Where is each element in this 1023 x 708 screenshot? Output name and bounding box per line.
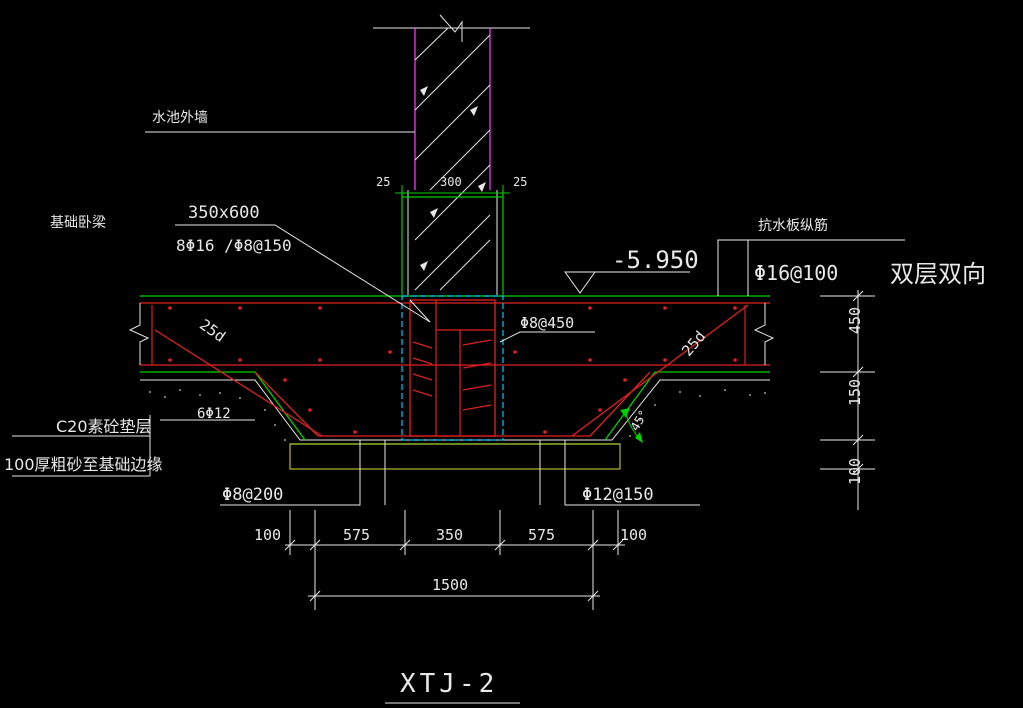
wall-dim-mid: 300 — [440, 175, 462, 189]
drawing-title: XTJ-2 — [400, 669, 498, 699]
wall-dim-right: 25 — [513, 175, 527, 189]
board-spec-label: Φ16@100 — [754, 261, 838, 285]
slab-outline — [128, 295, 775, 470]
dim-bottom-1: 100 — [254, 526, 281, 544]
board-rebar-label: 抗水板纵筋 — [758, 217, 828, 234]
dim-vertical-3: 100 — [846, 458, 864, 485]
bottom-left-rebar-label: Φ8@200 — [222, 485, 283, 505]
dim-total: 1500 — [432, 576, 468, 594]
wall-dims — [395, 185, 510, 200]
dim-vertical-2: 150 — [846, 379, 864, 406]
vertical-dimension-lines — [820, 290, 875, 510]
angle-mark — [620, 408, 643, 443]
leader-lines — [12, 131, 905, 506]
pool-wall — [373, 14, 530, 295]
angle-label: 45° — [628, 408, 651, 433]
bottom-dimension-lines — [284, 510, 625, 610]
beam-size-label: 350x600 — [188, 203, 260, 223]
beam-rebar-label: 8Φ16 /Φ8@150 — [176, 236, 292, 255]
dim-bottom-2: 575 — [343, 526, 370, 544]
wall-label: 水池外墙 — [152, 110, 208, 126]
anchor-left-label: 25d — [196, 316, 229, 346]
foundation-beam — [401, 295, 504, 441]
sand-label: 100厚粗砂至基础边缘 — [4, 455, 163, 474]
dim-bottom-3: 350 — [436, 526, 463, 544]
beam-name-label: 基础卧梁 — [50, 214, 106, 231]
bottom-bars-label: 6Φ12 — [197, 406, 231, 422]
bottom-right-rebar-label: Φ12@150 — [582, 485, 654, 505]
dim-bottom-4: 575 — [528, 526, 555, 544]
double-layer-label: 双层双向 — [890, 260, 986, 288]
dim-vertical-1: 450 — [846, 307, 864, 334]
dim-bottom-5: 100 — [620, 526, 647, 544]
cushion-label: C20素砼垫层 — [56, 417, 152, 436]
anchor-right-label: 25d — [678, 327, 709, 359]
wall-dim-left: 25 — [376, 175, 390, 189]
elevation-label: -5.950 — [612, 246, 699, 274]
stirrup-label: Φ8@450 — [520, 314, 574, 332]
